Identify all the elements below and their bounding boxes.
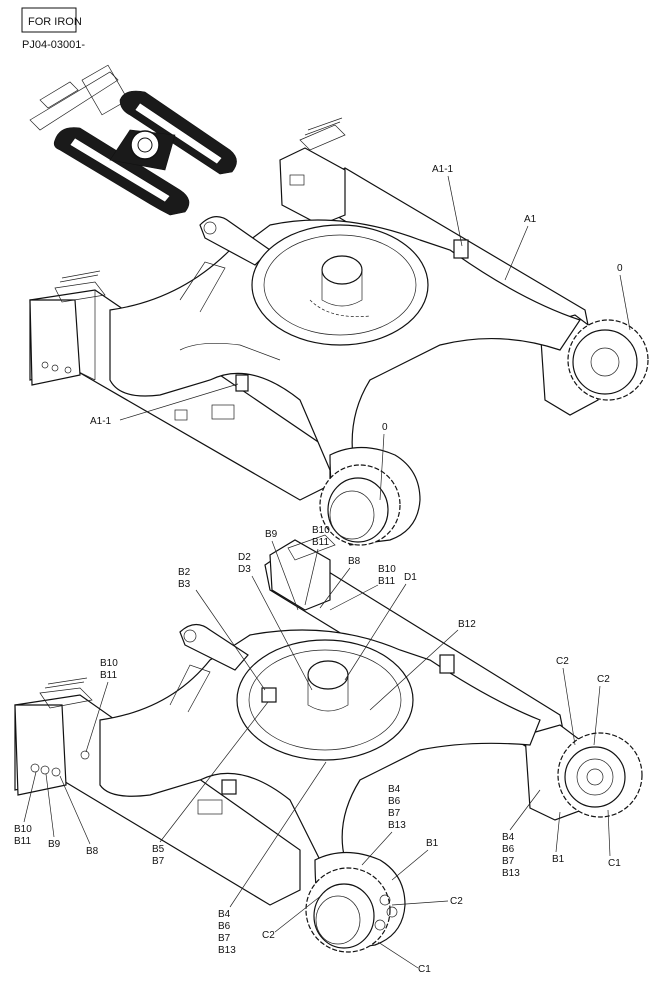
callout-b4-bottom-a: B4 bbox=[218, 909, 231, 920]
callout-zero-right: 0 bbox=[617, 263, 623, 274]
header-box bbox=[21, 7, 77, 33]
callout-b9-bottom: B9 bbox=[48, 839, 61, 850]
upper-callouts: A1-1 A1 0 A1-1 0 bbox=[90, 164, 631, 501]
callout-d1: D1 bbox=[404, 572, 417, 583]
callout-b4-right-d: B13 bbox=[502, 868, 520, 879]
callout-c2-left: C2 bbox=[262, 930, 275, 941]
callout-b4-mid-b: B6 bbox=[388, 796, 401, 807]
doc-code: PJ04-03001- bbox=[22, 39, 85, 51]
header-box-text: FOR IRON bbox=[28, 16, 82, 28]
callout-b4-right-a: B4 bbox=[502, 832, 515, 843]
callout-zero-center: 0 bbox=[382, 422, 388, 433]
callout-b4-mid-d: B13 bbox=[388, 820, 406, 831]
callout-b10-right-a: B10 bbox=[378, 564, 396, 575]
callout-b10-left-b: B11 bbox=[100, 670, 117, 681]
callout-b8-bottom: B8 bbox=[86, 846, 99, 857]
callout-a1-1-upper: A1-1 bbox=[432, 164, 454, 175]
callout-b4-bottom-b: B6 bbox=[218, 921, 231, 932]
callout-c1-bottom: C1 bbox=[418, 964, 431, 975]
callout-d3: D3 bbox=[238, 564, 251, 575]
callout-d2: D2 bbox=[238, 552, 251, 563]
callout-b4-mid-c: B7 bbox=[388, 808, 401, 819]
callout-b4-bottom-c: B7 bbox=[218, 933, 231, 944]
callout-b10-top-a: B10 bbox=[312, 525, 330, 536]
callout-b2: B2 bbox=[178, 567, 191, 578]
callout-b4-right-b: B6 bbox=[502, 844, 515, 855]
callout-b1-mid: B1 bbox=[426, 838, 439, 849]
callout-b10-right-b: B11 bbox=[378, 576, 395, 587]
callout-b10-left-a: B10 bbox=[100, 658, 118, 669]
callout-b3: B3 bbox=[178, 579, 191, 590]
lower-track-frame bbox=[14, 534, 643, 953]
callout-b4-mid-a: B4 bbox=[388, 784, 401, 795]
upper-track-frame bbox=[29, 117, 649, 546]
machine-thumbnail bbox=[29, 64, 237, 216]
callout-b8-top: B8 bbox=[348, 556, 361, 567]
callout-b10-top-b: B11 bbox=[312, 537, 329, 548]
lower-callouts: B9 B10 B11 B8 B10 B11 B2 B3 D2 D3 D1 B12… bbox=[14, 525, 621, 975]
callout-c2-b: C2 bbox=[597, 674, 610, 685]
callout-b12: B12 bbox=[458, 619, 476, 630]
callout-b4-bottom-d: B13 bbox=[218, 945, 236, 956]
callout-b10-bottom-b: B11 bbox=[14, 836, 31, 847]
callout-b7: B7 bbox=[152, 856, 165, 867]
callout-c1-right: C1 bbox=[608, 858, 621, 869]
callout-b4-right-c: B7 bbox=[502, 856, 515, 867]
callout-c2-bottom: C2 bbox=[450, 896, 463, 907]
callout-a1: A1 bbox=[524, 214, 537, 225]
callout-a1-1-lower: A1-1 bbox=[90, 416, 112, 427]
callout-b5: B5 bbox=[152, 844, 165, 855]
callout-b9-top: B9 bbox=[265, 529, 278, 540]
callout-b10-bottom-a: B10 bbox=[14, 824, 32, 835]
callout-c2-a: C2 bbox=[556, 656, 569, 667]
callout-b1-right: B1 bbox=[552, 854, 565, 865]
